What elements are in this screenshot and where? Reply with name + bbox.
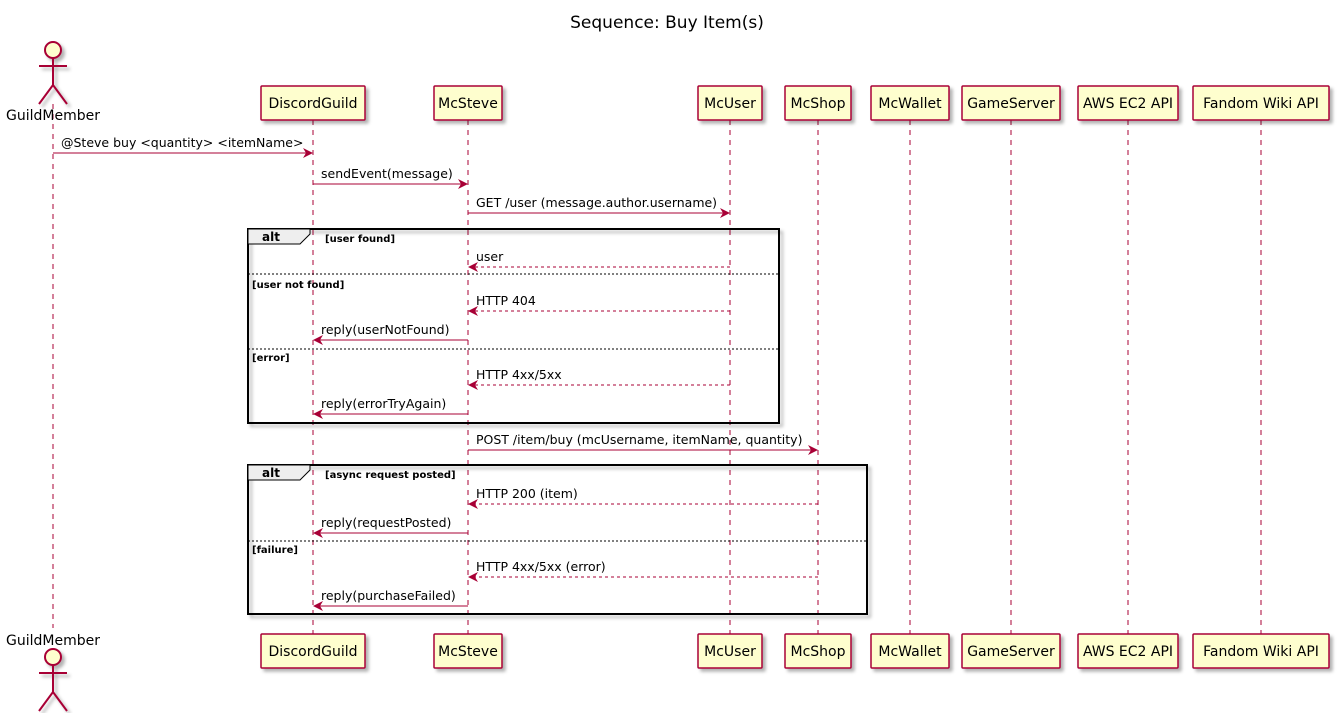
- participant-label: AWS EC2 API: [1083, 644, 1173, 660]
- message-label: HTTP 404: [476, 293, 536, 308]
- alt-guard: [error]: [252, 353, 290, 364]
- participant-label: McUser: [704, 96, 756, 112]
- participant-label: Fandom Wiki API: [1203, 96, 1319, 112]
- actor-label: GuildMember: [6, 633, 100, 649]
- diagram-title: Sequence: Buy Item(s): [570, 13, 764, 33]
- message-label: reply(purchaseFailed): [321, 588, 456, 603]
- messages: @Steve buy <quantity> <itemName> sendEven…: [53, 135, 818, 611]
- participant-mcsteve-top: McSteve: [433, 85, 503, 121]
- message-3: GET /user (message.author.username): [468, 195, 730, 218]
- participant-fandom-wiki-api-bottom: Fandom Wiki API: [1192, 633, 1330, 669]
- message-label: HTTP 4xx/5xx: [476, 367, 562, 382]
- participant-label: McSteve: [438, 644, 498, 660]
- participant-gameserver-bottom: GameServer: [961, 633, 1061, 669]
- message-2: sendEvent(message): [313, 166, 468, 189]
- participant-mcwallet-top: McWallet: [870, 85, 950, 121]
- actor-guildmember-top: GuildMember: [6, 41, 100, 124]
- actor-figure-icon: [38, 41, 68, 105]
- actor-figure-icon: [38, 648, 68, 712]
- participant-mcshop-top: McShop: [784, 85, 852, 121]
- participant-discordguild-bottom: DiscordGuild: [260, 633, 366, 669]
- message-13: reply(purchaseFailed): [313, 588, 468, 611]
- message-1: @Steve buy <quantity> <itemName>: [53, 135, 313, 158]
- message-5: HTTP 404: [468, 293, 730, 316]
- message-label: HTTP 200 (item): [476, 486, 578, 501]
- actor-label: GuildMember: [6, 108, 100, 124]
- alt-frame-2: alt [async request posted] [failure]: [247, 464, 868, 615]
- alt-guard: [user found]: [325, 234, 395, 245]
- message-label: reply(requestPosted): [321, 515, 451, 530]
- alt-label: alt: [262, 230, 280, 244]
- participant-gameserver-top: GameServer: [961, 85, 1061, 121]
- message-6: reply(userNotFound): [313, 322, 468, 345]
- message-label: sendEvent(message): [321, 166, 453, 181]
- participant-label: GameServer: [967, 644, 1055, 660]
- message-8: reply(errorTryAgain): [313, 396, 468, 419]
- participant-label: McWallet: [878, 644, 942, 660]
- participant-mcuser-top: McUser: [697, 85, 763, 121]
- lifelines: [52, 104, 1262, 634]
- participant-aws-ec2-api-bottom: AWS EC2 API: [1077, 633, 1179, 669]
- participant-mcuser-bottom: McUser: [697, 633, 763, 669]
- message-12: HTTP 4xx/5xx (error): [468, 559, 818, 582]
- participant-label: DiscordGuild: [268, 644, 357, 660]
- participant-label: McWallet: [878, 96, 942, 112]
- message-label: GET /user (message.author.username): [476, 195, 717, 210]
- alt-label: alt: [262, 466, 280, 480]
- message-label: reply(userNotFound): [321, 322, 449, 337]
- participant-aws-ec2-api-top: AWS EC2 API: [1077, 85, 1179, 121]
- participant-mcwallet-bottom: McWallet: [870, 633, 950, 669]
- participant-label: GameServer: [967, 96, 1055, 112]
- alt-guard: [failure]: [252, 545, 298, 556]
- message-10: HTTP 200 (item): [468, 486, 818, 509]
- participant-fandom-wiki-api-top: Fandom Wiki API: [1192, 85, 1330, 121]
- participant-mcshop-bottom: McShop: [784, 633, 852, 669]
- participant-label: McShop: [791, 644, 846, 660]
- participant-discordguild-top: DiscordGuild: [260, 85, 366, 121]
- participants: DiscordGuildDiscordGuildMcSteveMcSteveMc…: [260, 85, 1330, 669]
- participant-label: McSteve: [438, 96, 498, 112]
- participant-label: McUser: [704, 644, 756, 660]
- message-11: reply(requestPosted): [313, 515, 468, 538]
- participant-label: Fandom Wiki API: [1203, 644, 1319, 660]
- alt-guard: [user not found]: [252, 280, 344, 291]
- participant-label: McShop: [791, 96, 846, 112]
- participant-label: AWS EC2 API: [1083, 96, 1173, 112]
- participant-label: DiscordGuild: [268, 96, 357, 112]
- alt-label-tab: [247, 464, 311, 481]
- alt-frames: alt[user found][user not found][error]al…: [247, 228, 868, 615]
- message-9: POST /item/buy (mcUsername, itemName, qu…: [468, 432, 818, 455]
- alt-label-tab: [247, 228, 311, 245]
- alt-guard: [async request posted]: [325, 470, 456, 481]
- actor-guildmember-bottom: GuildMember: [6, 633, 100, 712]
- message-label: @Steve buy <quantity> <itemName>: [61, 135, 303, 150]
- alt-frame-1: alt [user found] [user not found] [error]: [247, 228, 780, 424]
- message-label: HTTP 4xx/5xx (error): [476, 559, 606, 574]
- message-label: POST /item/buy (mcUsername, itemName, qu…: [476, 432, 802, 447]
- message-label: user: [476, 249, 504, 264]
- participant-mcsteve-bottom: McSteve: [433, 633, 503, 669]
- message-label: reply(errorTryAgain): [321, 396, 446, 411]
- message-4: user: [468, 249, 730, 272]
- message-7: HTTP 4xx/5xx: [468, 367, 730, 390]
